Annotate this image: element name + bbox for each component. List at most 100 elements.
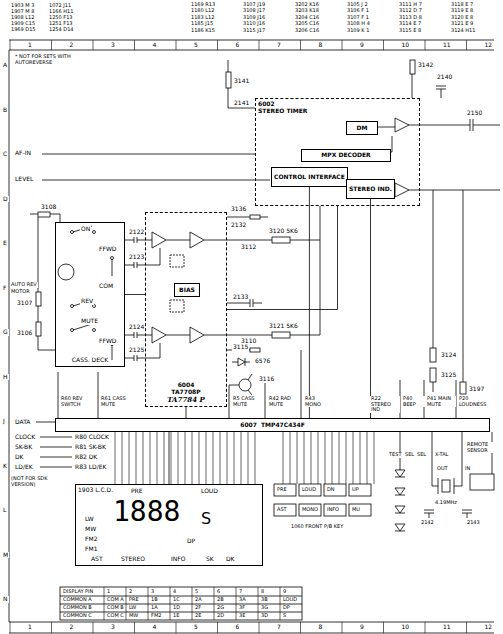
schematic-label: 2133 [232, 294, 249, 301]
grid-tick [383, 40, 384, 50]
table-cell: 8 [260, 589, 265, 594]
wire-stroke [73, 226, 92, 232]
part-label: STEREO TIMER [258, 108, 307, 115]
grid-reference: 9 [359, 624, 365, 631]
grid-tick [176, 622, 177, 633]
table-cell: 3D [260, 613, 269, 618]
grid-reference: 5 [193, 624, 199, 631]
signal-wire [370, 199, 371, 418]
signal-wire [125, 294, 145, 295]
schematic-label: MONO [301, 507, 319, 513]
wire-stroke [125, 237, 145, 243]
component-box: 6007TMP47C434F [55, 418, 490, 432]
schematic-label: 3112 D 7 [398, 8, 423, 14]
schematic-label: DK [14, 454, 25, 461]
grid-tick [466, 40, 467, 50]
schematic-label: 3118 E 7 [450, 2, 474, 8]
schematic-label: 1251 F13 [48, 21, 74, 27]
schematic-label: LEVEL [14, 176, 34, 183]
schematic-label: 2143 [466, 520, 481, 526]
schematic-label: R83 LD/EK [74, 464, 107, 471]
grid-tick [383, 622, 384, 633]
part-label: CONTROL INTERFACE [274, 174, 345, 181]
schematic-label: 3202 K16 [294, 2, 320, 8]
wire-stroke [432, 432, 462, 494]
schematic-label: 3110 J16 [242, 21, 266, 27]
grid-tick [126, 587, 127, 620]
table-cell: 3F [238, 605, 246, 610]
wire-stroke [377, 119, 500, 190]
wire-stroke [492, 432, 493, 474]
schematic-label: PRE [130, 488, 144, 495]
grid-reference: 12 [484, 42, 494, 49]
grid-reference: 7 [276, 42, 282, 49]
schematic-label: 1185 J15 [190, 21, 214, 27]
schematic-label: 6576 [254, 358, 271, 365]
wire-stroke [93, 305, 96, 308]
table-cell: S [282, 613, 287, 618]
grid-reference: 3 [110, 42, 116, 49]
schematic-label: R80 CLOCK [74, 434, 110, 441]
ic-outline: 6004TA7708PTA7784 PBIAS [145, 212, 227, 407]
wire-stroke [430, 348, 436, 362]
schematic-label: * NOT FOR SETS WITH AUTOREVERSE [14, 54, 96, 65]
schematic-label: 2140 [436, 74, 453, 81]
schematic-label: R82 DK [74, 454, 98, 461]
table-cell: 1D [172, 605, 181, 610]
wire-stroke [60, 596, 302, 612]
schematic-label: 3142 [417, 62, 434, 69]
part-label: TA7784 P [167, 396, 204, 404]
grid-tick [425, 40, 426, 50]
schematic-label: (NOT FOR SDK VERSION) [10, 476, 64, 487]
grid-tick [217, 622, 218, 633]
part-label: CASS. DECK [72, 357, 108, 364]
wire-stroke [410, 60, 415, 74]
wire-stroke [227, 217, 268, 218]
schematic-label: P40 BEEP [402, 396, 426, 407]
schematic-label: SK-BK [14, 444, 33, 451]
grid-tick [280, 587, 281, 620]
table-cell: 2G [216, 605, 225, 610]
wire-stroke [430, 368, 436, 382]
schematic-label: 2142 [420, 520, 435, 526]
schematic-label: 3124 H11 [450, 28, 476, 34]
schematic-label: 1180 L12 [190, 8, 215, 14]
grid-reference: 9 [359, 42, 365, 49]
grid-tick [342, 622, 343, 633]
part-label: DM [357, 125, 368, 132]
table-cell: 1A [150, 605, 159, 610]
table-cell: MW [128, 613, 139, 618]
schematic-label: X-TAL [434, 452, 449, 458]
schematic-label: FM2 [84, 536, 98, 543]
schematic-label: FFWD [98, 338, 117, 345]
schematic-label: COM [98, 283, 114, 290]
schematic-label: AST [276, 507, 288, 513]
wire-stroke [395, 432, 405, 531]
grid-tick [236, 587, 237, 620]
schematic-label: 2125 [128, 347, 145, 354]
schematic-label: INFO [326, 507, 340, 513]
wire-stroke [93, 231, 96, 234]
wire-stroke [38, 306, 39, 322]
schematic-label: 3197 [468, 386, 485, 393]
schematic-label: P41 MAIN MUTE [426, 396, 456, 407]
table-cell: 3G [260, 605, 269, 610]
table-cell: 5 [194, 589, 199, 594]
schematic-label: 2132 [230, 222, 247, 229]
wire-stroke [10, 40, 503, 633]
table-cell: COM B [106, 605, 125, 610]
schematic-label: 1166 H11 [48, 9, 74, 15]
wire-stroke [110, 432, 258, 484]
grid-tick [466, 622, 467, 633]
schematic-label: FFWD [98, 246, 117, 253]
schematic-label: AUTO REV [10, 282, 38, 288]
wire-stroke [226, 72, 231, 88]
schematic-label: 1250 F13 [48, 15, 74, 21]
schematic-label: 3115 J17 [242, 28, 266, 34]
table-cell: 2E [194, 613, 202, 618]
schematic-label: REMOTE SENSOR [466, 442, 500, 453]
table-cell: LOUD [282, 597, 298, 602]
schematic-label: LW [84, 516, 95, 523]
grid-tick [258, 587, 259, 620]
